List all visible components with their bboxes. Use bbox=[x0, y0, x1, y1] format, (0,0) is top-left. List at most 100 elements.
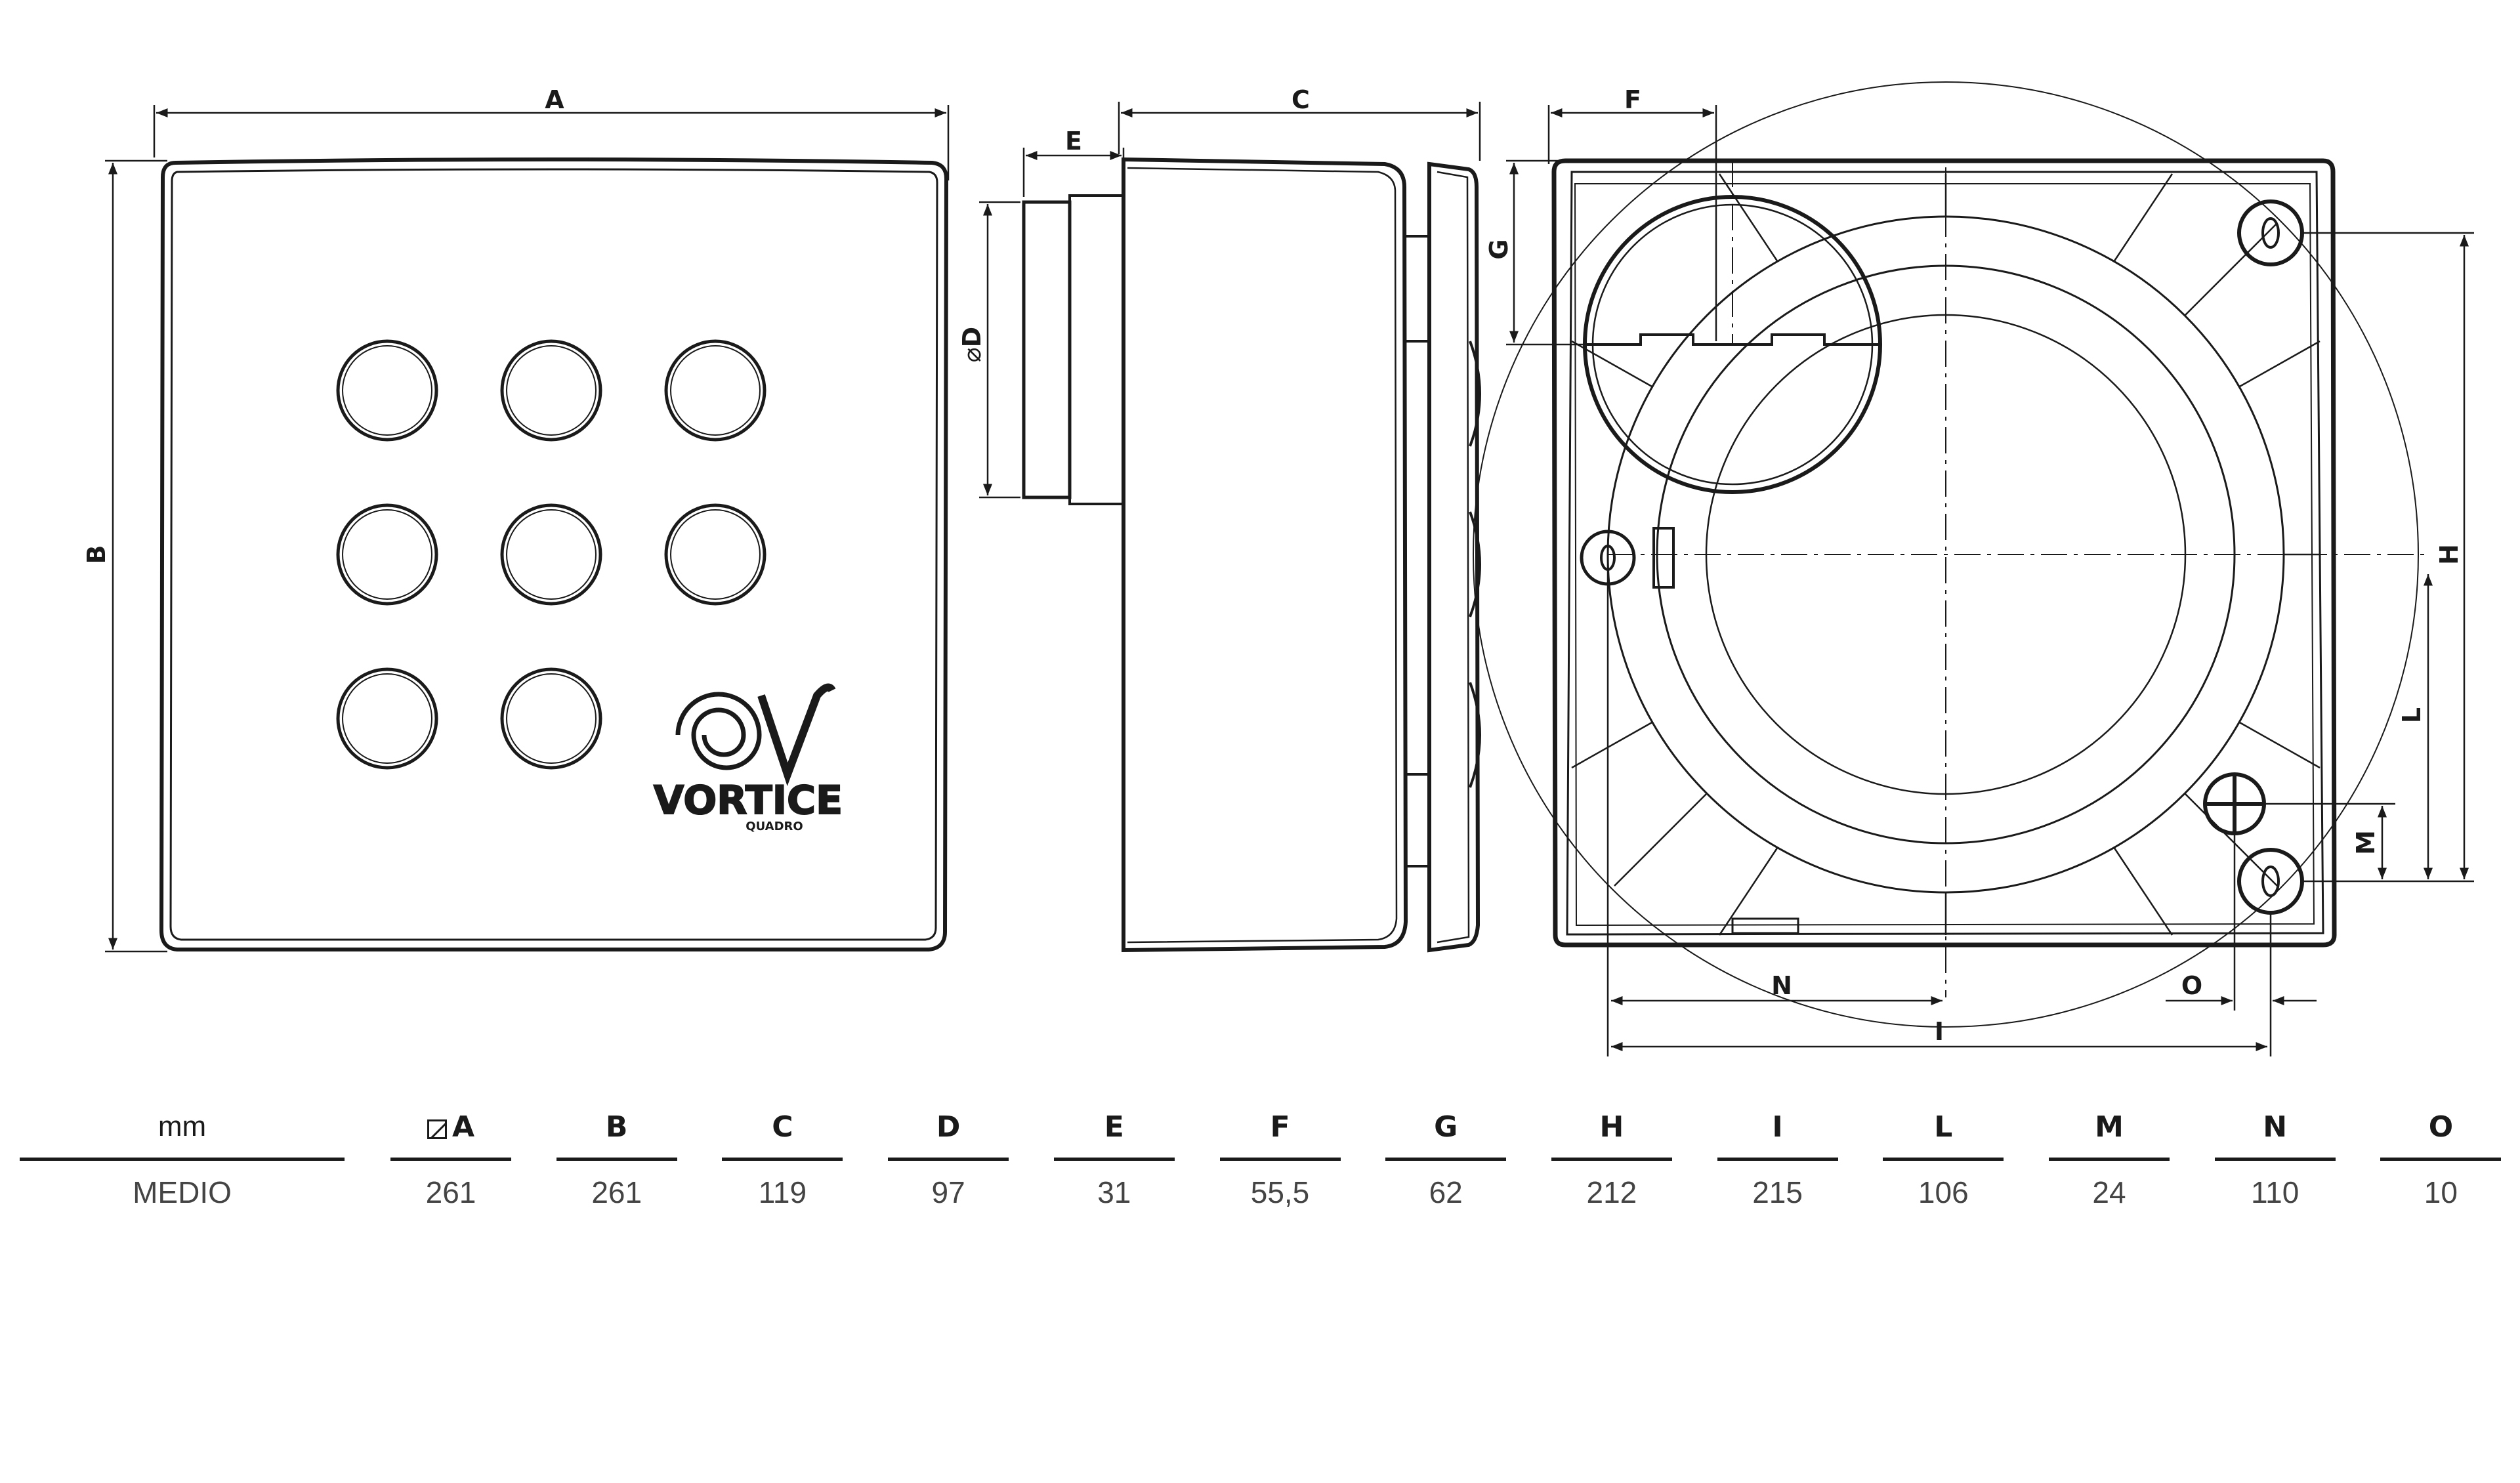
table-row-label: MEDIO bbox=[133, 1175, 232, 1209]
front-button bbox=[500, 339, 602, 442]
technical-drawing: VORTICE QUADRO A B C E bbox=[82, 81, 2474, 1056]
table-rule bbox=[722, 1158, 843, 1161]
table-column-e: E 31 bbox=[1053, 1096, 1175, 1227]
logo-model-text: QUADRO bbox=[746, 820, 803, 833]
front-button bbox=[500, 503, 602, 606]
rear-frame-outer bbox=[1551, 158, 2337, 948]
table-header-key: L bbox=[1934, 1110, 1953, 1144]
table-rule bbox=[1385, 1158, 1507, 1161]
front-panel-outer bbox=[159, 157, 949, 951]
table-header-key: B bbox=[605, 1110, 628, 1144]
table-column-g: G 62 bbox=[1385, 1096, 1507, 1227]
table-header-n: N bbox=[2215, 1110, 2336, 1144]
mounting-hole bbox=[2237, 199, 2304, 266]
front-button bbox=[336, 667, 438, 770]
dim-label-d-letter: D bbox=[957, 327, 986, 348]
dim-label-g: G bbox=[1484, 239, 1513, 259]
square-section-icon bbox=[427, 1119, 447, 1139]
side-spigot-collar bbox=[1068, 194, 1125, 505]
table-header-b: B bbox=[556, 1110, 677, 1144]
table-rule bbox=[2380, 1158, 2502, 1161]
table-cell-f: 55,5 bbox=[1250, 1175, 1310, 1209]
table-header-key: A bbox=[452, 1110, 475, 1144]
table-column-a: A 261 bbox=[390, 1096, 511, 1227]
table-header-key: E bbox=[1104, 1110, 1124, 1144]
rear-centerlines bbox=[1608, 161, 2428, 997]
table-cell-e: 31 bbox=[1097, 1175, 1131, 1209]
table-header-o: O bbox=[2380, 1110, 2501, 1144]
dim-label-c: C bbox=[1292, 85, 1310, 114]
table-rule bbox=[20, 1158, 345, 1161]
front-button bbox=[664, 503, 766, 606]
dim-label-f: F bbox=[1624, 85, 1641, 114]
side-body bbox=[1122, 157, 1408, 953]
dimension-m bbox=[2264, 803, 2395, 879]
dimension-g bbox=[1506, 159, 1588, 346]
table-column-c: C 119 bbox=[722, 1096, 843, 1227]
table-header-m: M bbox=[2049, 1110, 2170, 1144]
dimension-h bbox=[2303, 232, 2474, 883]
connector bbox=[1731, 917, 1799, 934]
table-rule bbox=[1219, 1158, 1341, 1161]
terminal-block bbox=[1652, 527, 1675, 589]
dimension-f bbox=[1547, 105, 1717, 341]
dim-label-i: I bbox=[1935, 1017, 1944, 1046]
dim-label-l: L bbox=[2397, 707, 2426, 723]
dimension-b bbox=[105, 159, 167, 953]
front-button bbox=[506, 345, 597, 436]
dim-label-o: O bbox=[2181, 971, 2202, 1000]
side-cover-inner bbox=[1437, 171, 1470, 944]
dimension-n bbox=[1606, 564, 1942, 1056]
table-cell-a: 261 bbox=[425, 1175, 476, 1209]
table-header-a: A bbox=[390, 1110, 511, 1144]
table-cell-d: 97 bbox=[931, 1175, 965, 1209]
dim-label-h: H bbox=[2435, 544, 2464, 565]
table-cell-c: 119 bbox=[758, 1175, 807, 1209]
table-rule bbox=[2049, 1158, 2170, 1161]
dimension-e bbox=[1022, 148, 1125, 197]
rear-frame-inner bbox=[1566, 171, 2324, 936]
table-header-i: I bbox=[1717, 1110, 1838, 1144]
front-button bbox=[342, 345, 432, 436]
front-button bbox=[506, 673, 597, 764]
dim-label-a: A bbox=[545, 85, 564, 114]
table-cell-m: 24 bbox=[2092, 1175, 2126, 1209]
table-rule bbox=[1717, 1158, 1838, 1161]
front-button bbox=[336, 503, 438, 606]
table-rule bbox=[1551, 1158, 1672, 1161]
front-view bbox=[159, 157, 949, 951]
table-header-unit: mm bbox=[158, 1110, 207, 1142]
vortice-logo bbox=[675, 683, 836, 786]
front-panel-inner bbox=[169, 168, 938, 941]
table-cell-o: 10 bbox=[2424, 1175, 2458, 1209]
dimension-d bbox=[979, 201, 1020, 499]
dimension-a bbox=[153, 105, 950, 180]
button-grid bbox=[336, 339, 766, 770]
table-rule bbox=[556, 1158, 677, 1161]
logo-brand-text: VORTICE bbox=[654, 778, 843, 824]
table-cell-g: 62 bbox=[1429, 1175, 1463, 1209]
table-header-key: N bbox=[2263, 1110, 2288, 1144]
front-button bbox=[664, 339, 766, 442]
table-cell-n: 110 bbox=[2251, 1175, 2300, 1209]
table-cell-l: 106 bbox=[1918, 1175, 1969, 1209]
table-header-c: C bbox=[722, 1110, 843, 1144]
table-rule bbox=[1053, 1158, 1175, 1161]
front-button bbox=[670, 509, 761, 600]
table-header-f: F bbox=[1220, 1110, 1341, 1144]
table-rule bbox=[390, 1158, 511, 1161]
front-button bbox=[670, 345, 761, 436]
dimension-o bbox=[2166, 833, 2317, 1056]
diameter-symbol: ⌀ bbox=[957, 347, 986, 362]
side-spigot bbox=[1022, 200, 1072, 499]
table-header-key: C bbox=[772, 1110, 793, 1144]
table-rule bbox=[2214, 1158, 2336, 1161]
table-header-key: G bbox=[1434, 1110, 1458, 1144]
dim-label-b: B bbox=[82, 545, 111, 564]
dim-label-e: E bbox=[1065, 127, 1082, 156]
dimension-c bbox=[1118, 102, 1481, 161]
